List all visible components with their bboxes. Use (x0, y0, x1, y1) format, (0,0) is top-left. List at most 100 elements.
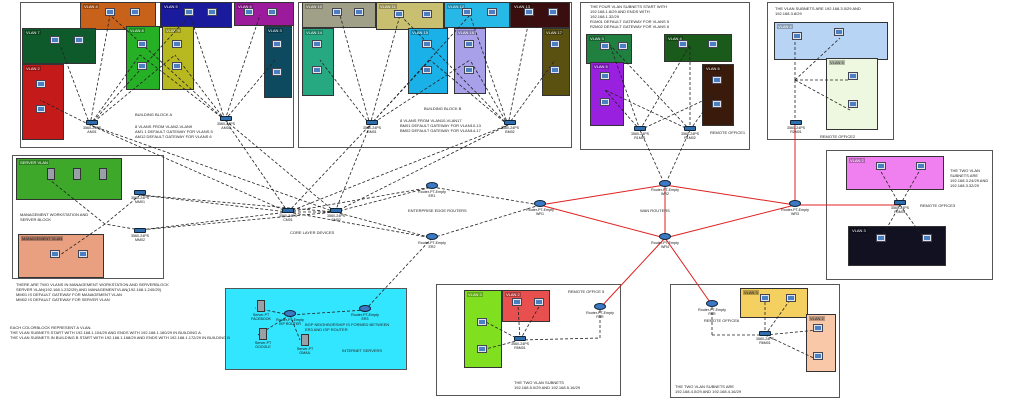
pc-node[interactable] (34, 80, 48, 88)
pc-node[interactable] (510, 298, 524, 306)
server-icon (259, 328, 267, 340)
pc-node[interactable] (811, 324, 825, 332)
pc-node[interactable] (34, 105, 48, 113)
pc-node[interactable] (532, 298, 546, 306)
pc-node[interactable] (706, 40, 720, 48)
pc-node[interactable] (784, 294, 798, 302)
pc-node[interactable] (103, 8, 117, 16)
pc-node[interactable] (522, 8, 536, 16)
server-node[interactable] (44, 168, 58, 180)
pc-node[interactable] (128, 8, 142, 16)
pc-node[interactable] (182, 8, 196, 16)
pc-node[interactable] (710, 100, 724, 108)
pc-icon (876, 234, 886, 242)
pc-node[interactable] (598, 98, 612, 106)
pc-node[interactable] (48, 36, 62, 44)
pc-node[interactable] (135, 62, 149, 70)
router-er2[interactable]: Router-PT-Empty ER2 (416, 233, 448, 249)
pc-node[interactable] (676, 40, 690, 48)
server-node[interactable]: Server-PT GOOGLE (250, 328, 276, 349)
switch-r1m02[interactable]: 3560-24PS R1M02 (678, 126, 702, 140)
laptop-node[interactable] (48, 250, 62, 258)
router-er3[interactable]: Router-PT-Empty ER3 (349, 305, 381, 321)
pc-node[interactable] (914, 162, 928, 170)
pc-node[interactable] (135, 40, 149, 48)
pc-node[interactable] (270, 40, 284, 48)
pc-node[interactable] (475, 345, 489, 353)
pc-node[interactable] (460, 8, 474, 16)
vlan-block: VLAN 3 (464, 290, 502, 368)
pc-icon (312, 40, 322, 48)
pc-node[interactable] (846, 100, 860, 108)
pc-node[interactable] (846, 72, 860, 80)
pc-node[interactable] (420, 10, 434, 18)
pc-node[interactable] (352, 8, 366, 16)
laptop-node[interactable] (76, 250, 90, 258)
server-node[interactable]: Server-PT GMAIL (292, 334, 318, 355)
router-isp[interactable]: Router-PT-Empty ISP ROUTER (274, 310, 306, 326)
pc-node[interactable] (265, 8, 279, 16)
pc-node[interactable] (832, 28, 846, 36)
switch-r3m01[interactable]: 3560-24PS R3M01 (888, 200, 912, 214)
router-wr1[interactable]: Router-PT-Empty WR1 (524, 200, 556, 216)
pc-node[interactable] (790, 32, 804, 40)
switch-am02[interactable]: 3560-24PS AM02 (214, 116, 238, 130)
router-wr3[interactable]: Router-PT-Empty WR3 (779, 200, 811, 216)
pc-node[interactable] (920, 234, 934, 242)
switch-am01[interactable]: 3560-24PS AM01 (80, 120, 104, 134)
pc-node[interactable] (420, 40, 434, 48)
pc-node[interactable] (462, 66, 476, 74)
pc-node[interactable] (270, 68, 284, 76)
router-er1[interactable]: Router-PT-Empty ER1 (416, 182, 448, 198)
pc-icon (354, 8, 364, 16)
vlan-block: VLAN 3 (264, 26, 292, 98)
pc-node[interactable] (420, 66, 434, 74)
pc-node[interactable] (462, 40, 476, 48)
pc-node[interactable] (330, 8, 344, 16)
pc-node[interactable] (616, 42, 630, 50)
switch-icon (634, 126, 646, 131)
switch-r2m01[interactable]: 3560-24PS R2M01 (784, 120, 808, 134)
pc-node[interactable] (475, 318, 489, 326)
router-wr4[interactable]: Router-PT-Empty WR4 (649, 233, 681, 249)
router-wr2[interactable]: Router-PT-Empty WR2 (649, 180, 681, 196)
pc-node[interactable] (485, 8, 499, 16)
pc-node[interactable] (548, 40, 562, 48)
pc-node[interactable] (874, 162, 888, 170)
pc-node[interactable] (548, 66, 562, 74)
server-node[interactable] (96, 168, 110, 180)
pc-node[interactable] (546, 8, 560, 16)
pc-node[interactable] (598, 72, 612, 80)
pc-icon (512, 298, 522, 306)
pc-node[interactable] (170, 62, 184, 70)
switch-mm01[interactable]: 3560-24PS MM01 (128, 190, 152, 204)
pc-node[interactable] (310, 66, 324, 74)
switch-r5m01[interactable]: 3560-24PS R5M01 (508, 336, 532, 350)
pc-node[interactable] (72, 36, 86, 44)
pc-node[interactable] (874, 234, 888, 242)
switch-cm02[interactable]: 3560-24PS CM02 (324, 208, 348, 222)
pc-node[interactable] (170, 40, 184, 48)
pc-node[interactable] (205, 8, 219, 16)
management-note: THERE ARE TWO VLANS IN MANAGEMENT WORKST… (16, 282, 169, 302)
router-r5r[interactable]: Router-PT-Empty R5R (584, 303, 616, 319)
switch-bm01[interactable]: 3560-24PS BM01 (360, 120, 384, 134)
pc-node[interactable] (310, 40, 324, 48)
router-r6r[interactable]: Router-PT-Empty R6R (696, 300, 728, 316)
pc-node[interactable] (811, 352, 825, 360)
vlan-block: VLAN 12 (444, 2, 510, 28)
pc-node[interactable] (392, 10, 406, 18)
server-node[interactable] (70, 168, 84, 180)
pc-node[interactable] (758, 294, 772, 302)
server-node[interactable]: Server-PT FACEBOOK (248, 300, 274, 321)
pc-node[interactable] (598, 42, 612, 50)
switch-mm02[interactable]: 3560-24PS MM02 (128, 228, 152, 242)
pc-icon (813, 324, 823, 332)
pc-node[interactable] (710, 76, 724, 84)
switch-r6m01[interactable]: 3560-24PS R6M01 (753, 331, 777, 345)
switch-bm02[interactable]: 3560-24PS BM02 (498, 120, 522, 134)
switch-cm01[interactable]: 3560-24PS CM01 (276, 208, 300, 222)
pc-node[interactable] (242, 8, 256, 16)
switch-r1m01[interactable]: 3560-24PS R1M01 (628, 126, 652, 140)
pc-icon (550, 66, 560, 74)
